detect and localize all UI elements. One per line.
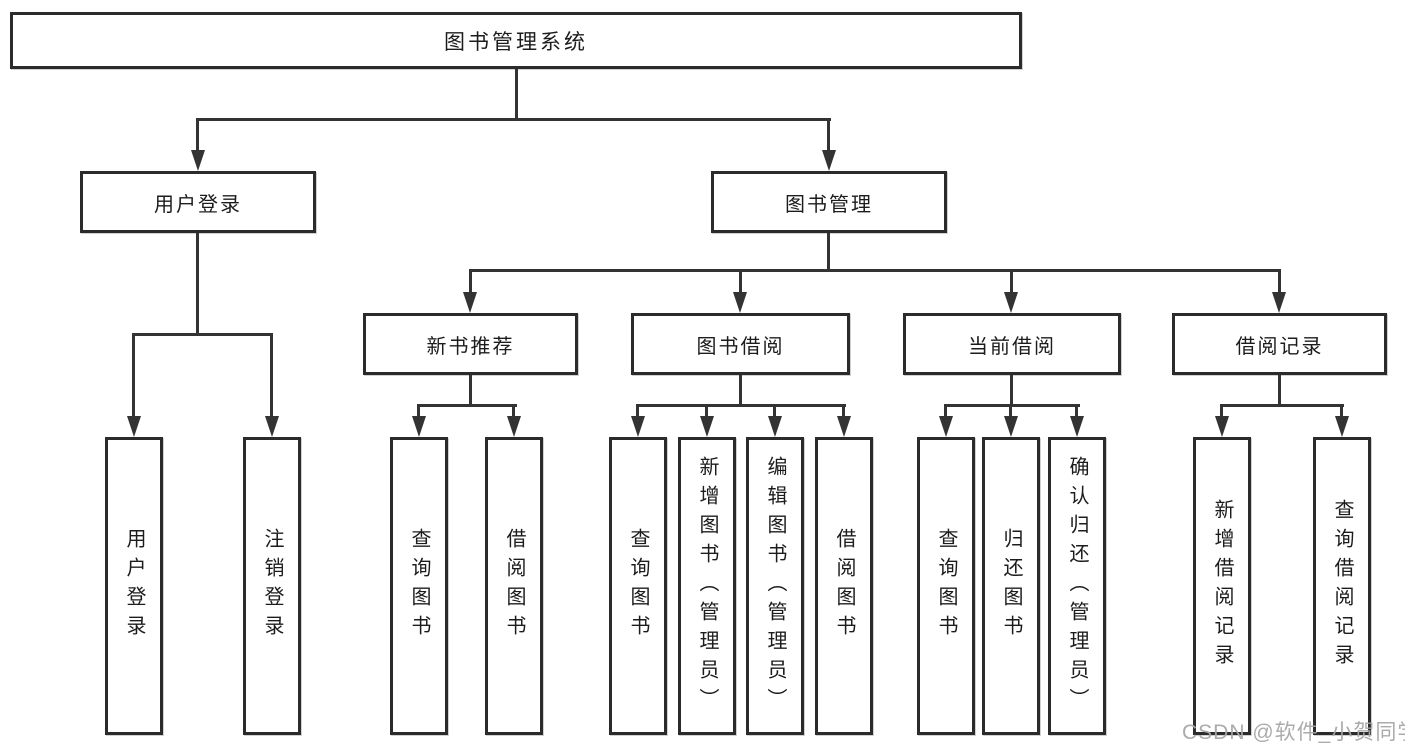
leaf-return-books: 归还图书 (982, 437, 1040, 735)
arrow-down-icon (939, 416, 953, 437)
connector-line (827, 233, 830, 272)
node-current-borrowing: 当前借阅 (903, 313, 1121, 375)
node-book-borrowing: 图书借阅 (631, 313, 850, 375)
connector-line (944, 404, 1080, 407)
connector-line (196, 118, 831, 121)
connector-line (469, 271, 472, 294)
csdn-watermark: CSDN @软件_小贺同学 (1182, 721, 1405, 744)
connector-line (739, 375, 742, 406)
leaf-user-login: 用户登录 (105, 437, 163, 735)
arrow-down-icon (768, 416, 782, 437)
arrow-down-icon (191, 150, 205, 171)
connector-line (739, 271, 742, 294)
connector-line (469, 269, 1281, 272)
arrow-down-icon (507, 416, 521, 437)
connector-line (196, 233, 199, 336)
connector-line (1278, 271, 1281, 294)
connector-line (944, 406, 947, 418)
connector-line (1278, 375, 1281, 406)
leaf-edit-books-admin: 编辑图书（管理员） (746, 437, 804, 735)
arrow-down-icon (412, 416, 426, 437)
connector-line (1009, 406, 1012, 418)
leaf-query-books-current: 查询图书 (917, 437, 975, 735)
connector-line (636, 404, 846, 407)
connector-line (512, 406, 515, 418)
arrow-down-icon (1335, 416, 1349, 437)
connector-line (515, 69, 518, 120)
arrow-down-icon (733, 292, 747, 313)
arrow-down-icon (837, 416, 851, 437)
connector-line (270, 334, 273, 418)
arrow-down-icon (1004, 292, 1018, 313)
connector-line (842, 406, 845, 418)
connector-line (827, 119, 830, 152)
arrow-down-icon (1215, 416, 1229, 437)
leaf-add-borrow-record: 新增借阅记录 (1193, 437, 1251, 735)
node-book-management: 图书管理 (711, 171, 947, 233)
leaf-add-books-admin: 新增图书（管理员） (678, 437, 736, 735)
arrow-down-icon (822, 150, 836, 171)
connector-line (1340, 406, 1343, 418)
leaf-confirm-return-admin: 确认归还（管理员） (1048, 437, 1106, 735)
leaf-borrow-books-recommend: 借阅图书 (485, 437, 543, 735)
connector-line (1010, 271, 1013, 294)
node-new-book-recommendation: 新书推荐 (363, 313, 578, 375)
connector-line (636, 406, 639, 418)
connector-line (1010, 375, 1013, 406)
arrow-down-icon (265, 416, 279, 437)
connector-line (417, 404, 517, 407)
node-library-system: 图书管理系统 (10, 12, 1022, 69)
connector-line (1220, 406, 1223, 418)
arrow-down-icon (1272, 292, 1286, 313)
connector-line (417, 406, 420, 418)
arrow-down-icon (127, 416, 141, 437)
arrow-down-icon (700, 416, 714, 437)
arrow-down-icon (1004, 416, 1018, 437)
connector-line (1220, 404, 1344, 407)
connector-line (196, 119, 199, 152)
leaf-logout: 注销登录 (243, 437, 301, 735)
arrow-down-icon (631, 416, 645, 437)
arrow-down-icon (1070, 416, 1084, 437)
arrow-down-icon (463, 292, 477, 313)
connector-line (469, 375, 472, 406)
leaf-query-books-borrow: 查询图书 (609, 437, 667, 735)
connector-line (1075, 406, 1078, 418)
leaf-borrow-books-borrow: 借阅图书 (815, 437, 873, 735)
leaf-query-books-recommend: 查询图书 (390, 437, 448, 735)
node-user-login: 用户登录 (80, 171, 316, 233)
leaf-query-borrow-record: 查询借阅记录 (1313, 437, 1371, 735)
connector-line (132, 333, 273, 336)
connector-line (705, 406, 708, 418)
connector-line (132, 334, 135, 418)
connector-line (773, 406, 776, 418)
node-borrowing-records: 借阅记录 (1172, 313, 1387, 375)
